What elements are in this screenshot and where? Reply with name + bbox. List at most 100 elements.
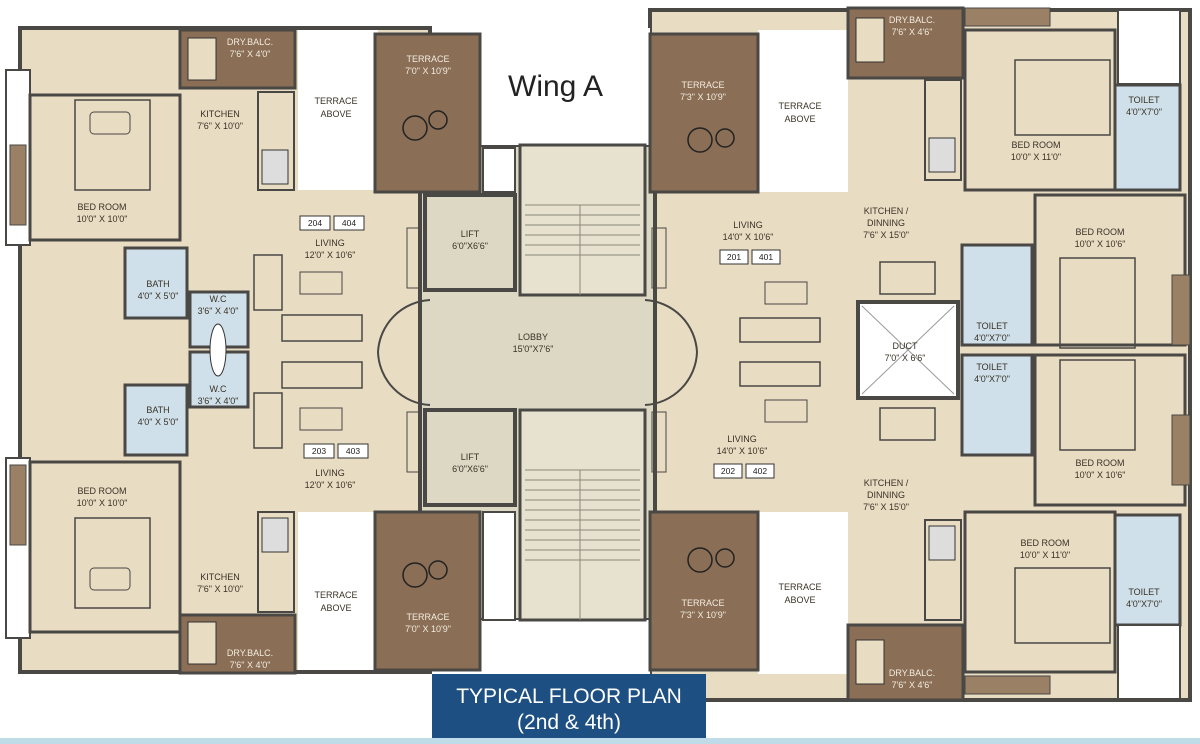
bottom-band — [0, 738, 1200, 744]
chair — [687, 547, 713, 573]
bedroom-size: 10'0" X 11'0" — [1020, 550, 1070, 560]
shaft-top — [482, 147, 516, 193]
wc-label: W.C — [210, 384, 227, 394]
stair-treads — [525, 204, 640, 620]
terrace-label: TERRACE — [681, 80, 724, 90]
terrace-above-area — [298, 30, 378, 190]
pillow — [89, 567, 131, 591]
terrace-above-label: TERRACE — [778, 101, 821, 111]
terrace-above-label: TERRACE — [778, 582, 821, 592]
bath-label: BATH — [146, 279, 169, 289]
terrace-size: 7'3" X 10'9" — [680, 610, 726, 620]
washbasin — [209, 323, 227, 377]
sink — [187, 621, 217, 665]
chair — [715, 128, 735, 148]
sofa — [739, 317, 821, 343]
svg-text:403: 403 — [346, 446, 360, 456]
lobby-size: 15'0"X7'6" — [513, 344, 554, 354]
chair — [402, 562, 428, 588]
sofa — [281, 314, 363, 342]
tv-unit — [651, 411, 667, 473]
svg-text:201: 201 — [727, 252, 741, 262]
stove — [928, 137, 956, 173]
bed — [1014, 567, 1111, 644]
terrace-tl — [373, 32, 482, 194]
terrace-above-area — [758, 30, 848, 192]
svg-text:204: 204 — [308, 218, 322, 228]
sofa — [253, 392, 283, 449]
bedroom-label: BED ROOM — [77, 486, 126, 496]
chair — [428, 110, 448, 130]
terrace-above-label: ABOVE — [784, 595, 815, 605]
chair — [428, 560, 448, 580]
toilet-tr2 — [960, 243, 1034, 347]
dry-balc-size: 7'6" X 4'6" — [892, 680, 933, 690]
bedroom-tl — [28, 93, 182, 242]
terrace-label: TERRACE — [406, 612, 449, 622]
table — [299, 271, 343, 295]
toilet-label: TOILET — [1128, 95, 1160, 105]
window-grille — [1171, 414, 1191, 486]
lift-size: 6'0"X6'6" — [452, 464, 488, 474]
tv-unit — [406, 411, 422, 473]
terrace-above-label: ABOVE — [320, 109, 351, 119]
svg-text:401: 401 — [759, 252, 773, 262]
toilet-label: TOILET — [1128, 587, 1160, 597]
toilet-size: 4'0"X7'0" — [1126, 107, 1162, 117]
toilet-tr1 — [1113, 83, 1182, 192]
living-label: LIVING — [315, 238, 345, 248]
sink — [855, 639, 885, 685]
wc-label: W.C — [210, 294, 227, 304]
bedroom-size: 10'0" X 10'0" — [77, 214, 128, 224]
bedroom-tr2 — [1033, 193, 1187, 347]
bedroom-bl — [28, 460, 182, 634]
wc-size: 3'6" X 4'0" — [198, 396, 239, 406]
living-size: 12'0" X 10'6" — [305, 480, 356, 490]
terrace-above-label: ABOVE — [320, 603, 351, 613]
lift-1 — [423, 193, 517, 292]
tv-unit — [651, 227, 667, 289]
shower — [1117, 624, 1181, 700]
unit-numbers-bl: 203 403 — [303, 443, 369, 459]
table — [764, 281, 808, 305]
bedroom-label: BED ROOM — [1020, 538, 1069, 548]
kitchen-size: 7'6" X 10'0" — [197, 121, 243, 131]
living-size: 12'0" X 10'6" — [305, 250, 356, 260]
living-size: 14'0" X 10'6" — [723, 232, 774, 242]
stove — [261, 149, 289, 185]
table — [764, 399, 808, 423]
bedroom-label: BED ROOM — [1075, 458, 1124, 468]
terrace-tr — [648, 32, 760, 194]
caption-line-2: (2nd & 4th) — [517, 711, 621, 734]
bedroom-label: BED ROOM — [1075, 227, 1124, 237]
shower — [1117, 9, 1181, 85]
terrace-size: 7'3" X 10'9" — [680, 92, 726, 102]
bedroom-br2 — [1033, 353, 1187, 507]
pillow — [89, 111, 131, 135]
living-size: 14'0" X 10'6" — [717, 446, 768, 456]
living-label: LIVING — [727, 434, 757, 444]
chair — [687, 127, 713, 153]
bath-label: BATH — [146, 405, 169, 415]
bed — [1059, 359, 1136, 451]
open-gap — [480, 28, 650, 145]
unit-numbers-tl: 204 404 — [299, 215, 365, 231]
dining-table — [879, 261, 936, 295]
terrace-above-label: TERRACE — [314, 96, 357, 106]
lift-label: LIFT — [461, 452, 480, 462]
wc-size: 3'6" X 4'0" — [198, 306, 239, 316]
bedroom-size: 10'0" X 10'6" — [1075, 239, 1126, 249]
floor-plan-caption: TYPICAL FLOOR PLAN (2nd & 4th) — [432, 674, 706, 744]
dining-table — [879, 407, 936, 441]
stove — [261, 517, 289, 553]
wing-title: Wing A — [508, 70, 604, 103]
bedroom-br1 — [963, 510, 1117, 674]
toilet-br2 — [960, 353, 1034, 457]
terrace-bl — [373, 510, 482, 672]
living-label: LIVING — [315, 468, 345, 478]
kitchen-label: KITCHEN — [200, 109, 240, 119]
dry-balc-size: 7'6" X 4'0" — [230, 660, 271, 670]
terrace-size: 7'0" X 10'9" — [405, 624, 451, 634]
bath-size: 4'0" X 5'0" — [138, 417, 179, 427]
chair — [402, 115, 428, 141]
